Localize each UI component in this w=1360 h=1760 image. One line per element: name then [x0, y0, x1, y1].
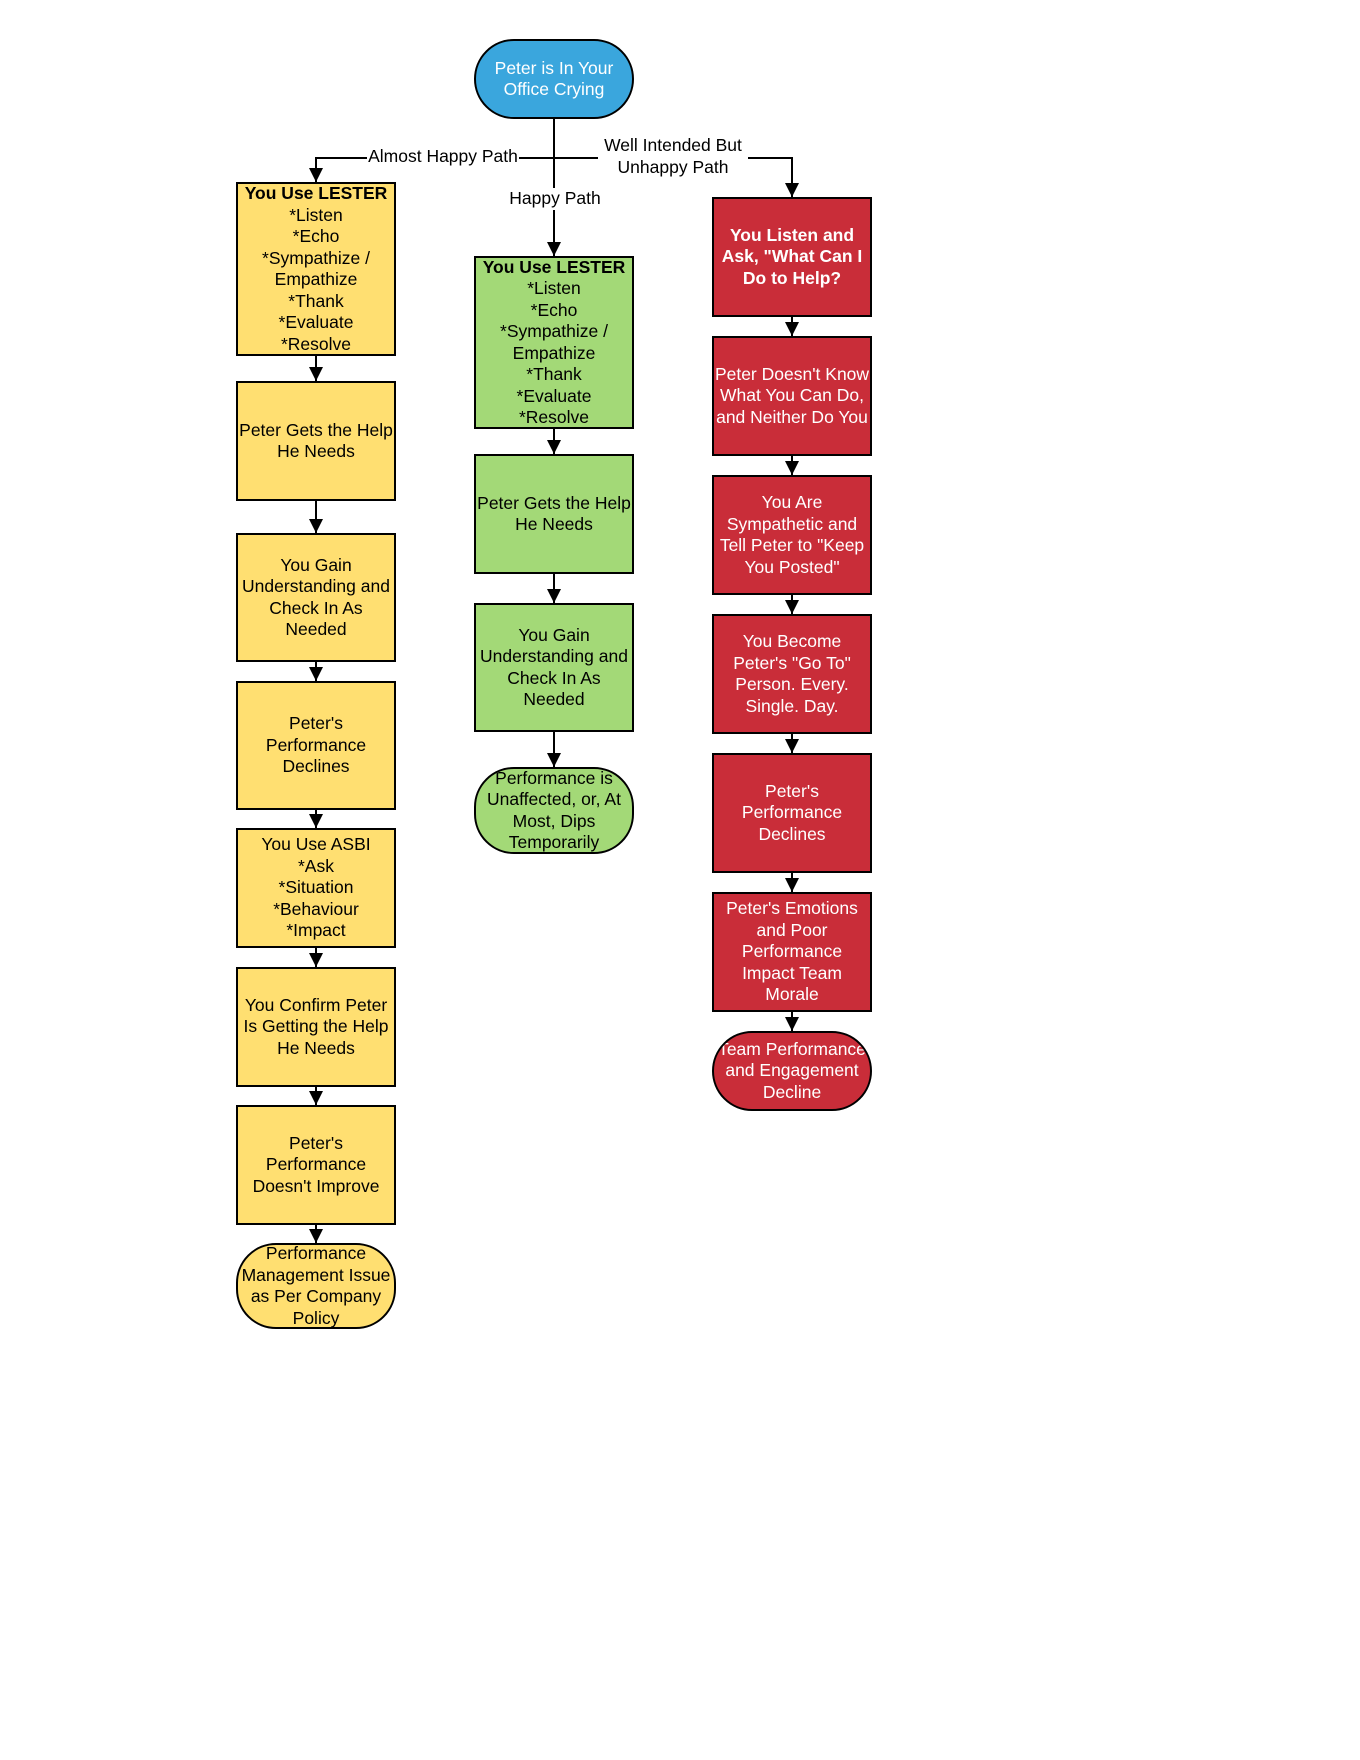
- left-node-6-confirm-help: You Confirm Peter Is Getting the Help He…: [236, 967, 396, 1087]
- center-node-2-gets-help: Peter Gets the Help He Needs: [474, 454, 634, 574]
- right-node-3-keep-you-posted: You Are Sympathetic and Tell Peter to "K…: [712, 475, 872, 595]
- start-line-1: Peter is In Your: [494, 57, 614, 78]
- left-node-1-lester: You Use LESTER *Listen *Echo *Sympathize…: [236, 182, 396, 356]
- start-node: Peter is In Your Office Crying: [474, 39, 634, 119]
- right-node-5-performance-declines: Peter's Performance Declines: [712, 753, 872, 873]
- branch-label-almost-happy-path: Almost Happy Path: [367, 146, 519, 168]
- right-node-6-team-morale: Peter's Emotions and Poor Performance Im…: [712, 892, 872, 1012]
- branch-label-happy-path: Happy Path: [505, 188, 605, 210]
- left-node-3-gain-understanding: You Gain Understanding and Check In As N…: [236, 533, 396, 662]
- center-end-node-performance-unaffected: Performance is Unaffected, or, At Most, …: [474, 767, 634, 854]
- center-node-3-gain-understanding: You Gain Understanding and Check In As N…: [474, 603, 634, 732]
- left-node-5-asbi: You Use ASBI *Ask *Situation *Behaviour …: [236, 828, 396, 948]
- left-node-4-performance-declines: Peter's Performance Declines: [236, 681, 396, 810]
- left-node-2-gets-help: Peter Gets the Help He Needs: [236, 381, 396, 501]
- branch-label-well-intended-unhappy-path: Well Intended But Unhappy Path: [598, 135, 748, 178]
- center-node-1-lester: You Use LESTER *Listen *Echo *Sympathize…: [474, 256, 634, 429]
- start-line-2: Office Crying: [503, 79, 605, 99]
- right-node-2-doesnt-know: Peter Doesn't Know What You Can Do, and …: [712, 336, 872, 456]
- right-node-4-go-to-person: You Become Peter's "Go To" Person. Every…: [712, 614, 872, 734]
- left-node-7-doesnt-improve: Peter's Performance Doesn't Improve: [236, 1105, 396, 1225]
- right-end-node-team-decline: Team Performance and Engagement Decline: [712, 1031, 872, 1111]
- right-node-1-listen-ask: You Listen and Ask, "What Can I Do to He…: [712, 197, 872, 317]
- left-end-node-performance-management: Performance Management Issue as Per Comp…: [236, 1243, 396, 1329]
